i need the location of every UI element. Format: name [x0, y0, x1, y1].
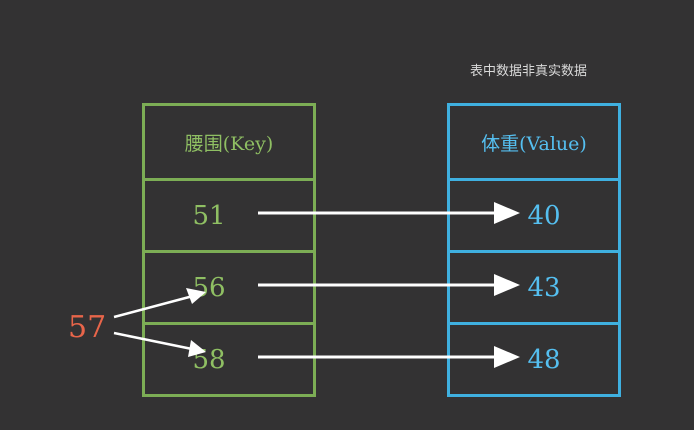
- probe-key: 57: [68, 310, 107, 345]
- value-cell-1: 40: [450, 178, 618, 250]
- value-value-1: 40: [527, 200, 561, 231]
- value-value-2: 43: [527, 272, 561, 303]
- arrow-57-to-56: [113, 288, 206, 319]
- value-table-header: 体重(Value): [481, 132, 587, 155]
- value-cell-3: 48: [450, 322, 618, 394]
- key-cell-1: 51: [145, 178, 313, 250]
- disclaimer-note: 表中数据非真实数据: [470, 64, 588, 79]
- key-table-header: 腰围(Key): [184, 132, 274, 155]
- value-cell-2: 43: [450, 250, 618, 322]
- arrow-56-to-43: [258, 274, 520, 296]
- arrow-57-to-58: [113, 331, 206, 357]
- key-table: 腰围(Key) 51 56 58: [142, 103, 316, 397]
- key-value-1: 51: [192, 200, 226, 231]
- value-value-3: 48: [527, 344, 561, 375]
- arrow-58-to-48: [258, 346, 520, 368]
- arrow-51-to-40: [258, 202, 520, 224]
- value-table: 体重(Value) 40 43 48: [447, 103, 621, 397]
